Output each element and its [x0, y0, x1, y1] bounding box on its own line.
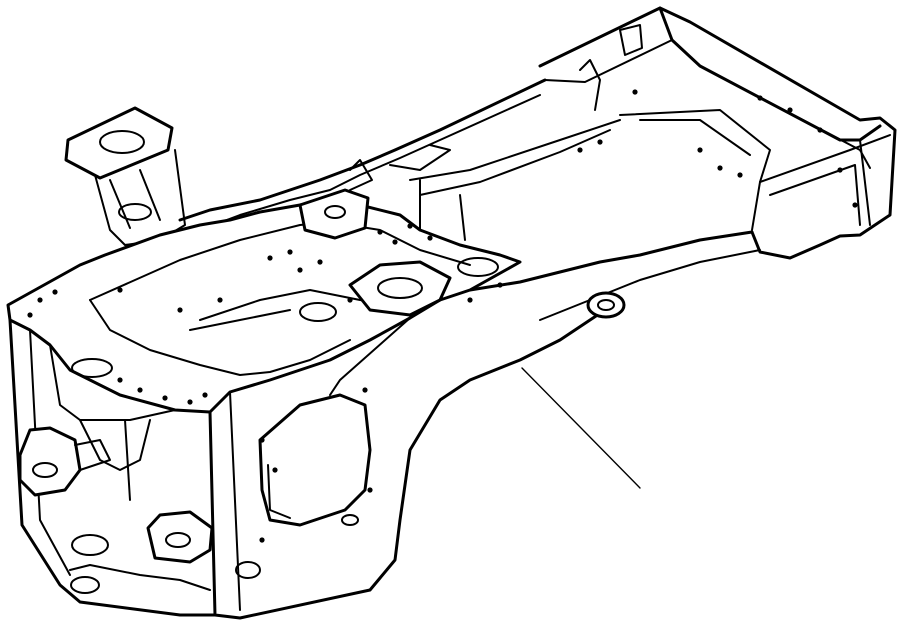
- bolt-hole: [632, 89, 638, 95]
- front-deck-plate: [6, 198, 522, 414]
- bolt-hole: [837, 167, 843, 173]
- bolt-hole: [27, 312, 33, 318]
- bolt-hole: [852, 202, 858, 208]
- bolt-hole: [317, 259, 323, 265]
- bolt-hole: [597, 139, 603, 145]
- leader-line: [521, 367, 641, 489]
- front-cross-member: [8, 318, 217, 617]
- bolt-hole: [697, 147, 703, 153]
- hinge-lug-upper: [18, 426, 111, 497]
- bolt-hole: [737, 172, 743, 178]
- bolt-hole: [267, 255, 273, 261]
- bolt-hole: [177, 307, 183, 313]
- bolt-hole: [467, 297, 473, 303]
- bolt-hole: [377, 229, 383, 235]
- center-pad: [348, 260, 452, 317]
- bolt-hole: [117, 377, 123, 383]
- upper-side-rail: [178, 78, 547, 231]
- bolt-hole: [272, 467, 278, 473]
- bolt-hole: [137, 387, 143, 393]
- bolt-hole: [577, 147, 583, 153]
- bolt-holes: [27, 89, 858, 543]
- center-bracket: [298, 188, 370, 240]
- bolt-hole: [347, 297, 353, 303]
- bolt-hole: [407, 223, 413, 229]
- bolt-hole: [362, 387, 368, 393]
- mount-bracket: [64, 106, 186, 246]
- hinge-lug-lower: [146, 510, 214, 564]
- bolt-hole: [52, 289, 58, 295]
- side-plate: [208, 291, 626, 620]
- bolt-hole: [187, 399, 193, 405]
- bolt-hole: [259, 537, 265, 543]
- bolt-hole: [202, 392, 208, 398]
- bolt-hole: [757, 95, 763, 101]
- bolt-hole: [259, 437, 265, 443]
- bolt-hole: [392, 239, 398, 245]
- bolt-hole: [287, 249, 293, 255]
- bolt-hole: [717, 165, 723, 171]
- rear-frame-box: [538, 6, 897, 260]
- bolt-hole: [367, 487, 373, 493]
- bolt-hole: [787, 107, 793, 113]
- bolt-hole: [497, 282, 503, 288]
- bolt-hole: [117, 287, 123, 293]
- bolt-hole: [817, 127, 823, 133]
- bolt-hole: [217, 297, 223, 303]
- bolt-hole: [297, 267, 303, 273]
- bolt-hole: [162, 395, 168, 401]
- bolt-hole: [37, 297, 43, 303]
- bolt-hole: [427, 235, 433, 241]
